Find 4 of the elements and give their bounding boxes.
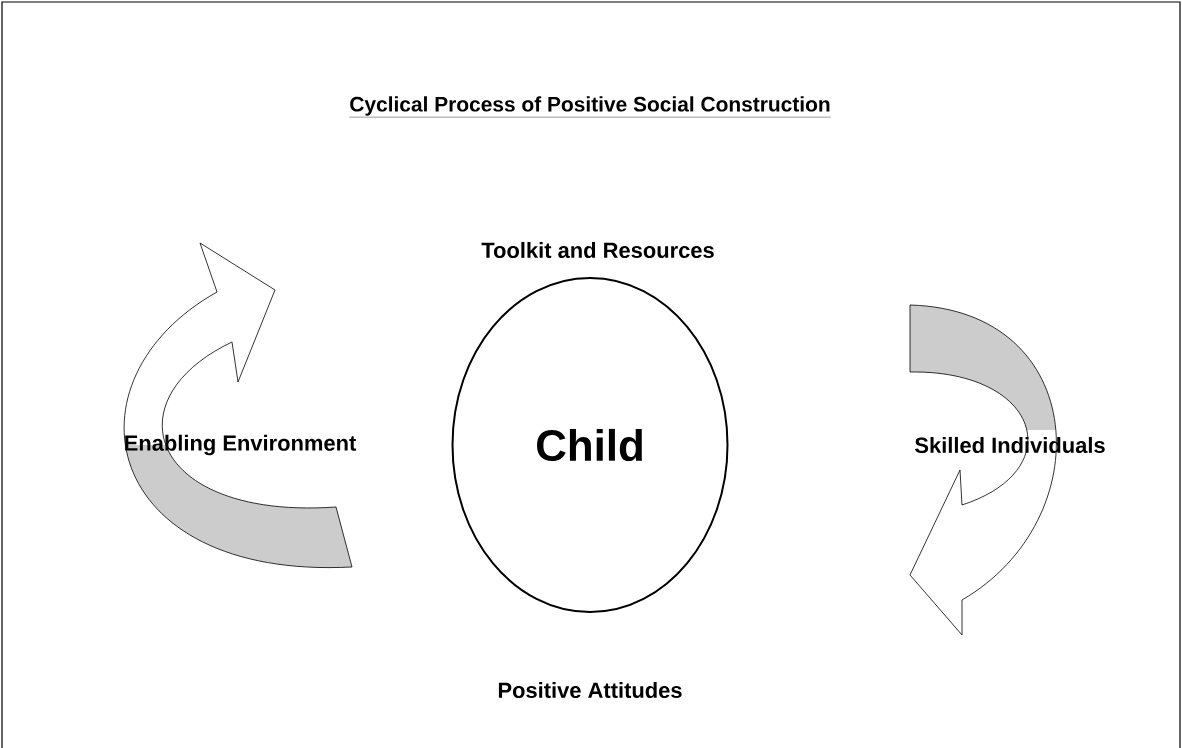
label: Positive Attitudes (498, 681, 682, 699)
label: Skilled Individuals (915, 436, 1105, 454)
label: Toolkit and Resources (481, 241, 714, 259)
title: Cyclical Process of Positive Social Construction (349, 96, 831, 118)
